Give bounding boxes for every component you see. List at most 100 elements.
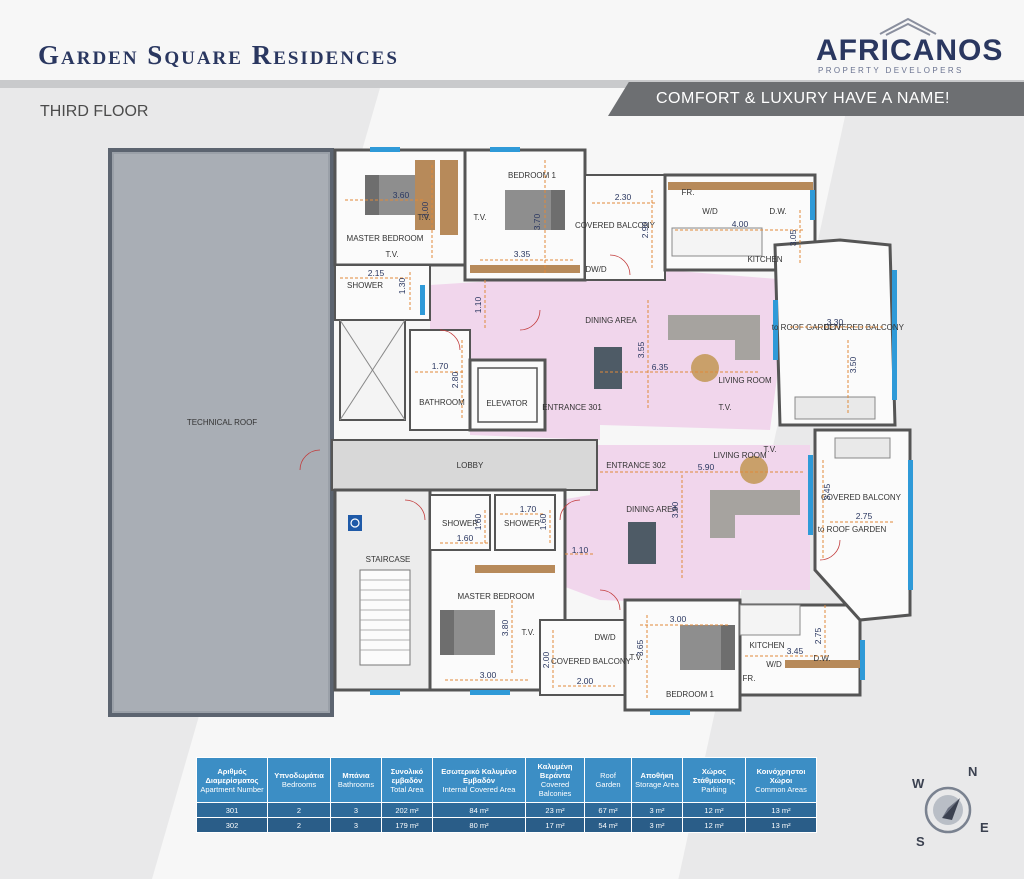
dim-text: 1.70	[432, 361, 449, 371]
floor-plan: TECHNICAL ROOF LOBBY STAIRCASE	[108, 147, 913, 717]
dim-text: 1.60	[457, 533, 474, 543]
shower-301	[334, 264, 431, 321]
washer-dryer-301-label: W/D	[702, 207, 718, 216]
dim-text: 3.60	[393, 190, 410, 200]
dim-text: 1.10	[473, 296, 483, 313]
table-cell: 13 m²	[745, 817, 817, 833]
dim-text: 2.30	[615, 192, 632, 202]
table-cell: 12 m²	[682, 802, 746, 818]
dim-text: 3.90	[670, 501, 680, 518]
dim-text: 3.05	[788, 229, 798, 246]
compass-west: W	[912, 776, 925, 791]
compass-icon: W N E S	[912, 764, 989, 849]
table-cell: 54 m²	[584, 817, 632, 833]
windows	[370, 147, 913, 715]
table-cell: 3 m²	[631, 817, 683, 833]
table-cell: 67 m²	[584, 802, 632, 818]
dim-text: 2.00	[577, 676, 594, 686]
logo-subtitle: PROPERTY DEVELOPERS	[818, 66, 964, 75]
logo-roof-icon	[879, 17, 937, 36]
table-cell: 17 m²	[525, 817, 585, 833]
company-logo: AFRICANOS PROPERTY DEVELOPERS	[812, 16, 1002, 76]
tv-302-b: T.V.	[521, 628, 534, 637]
dishwasher-301-label: D.W.	[769, 207, 786, 216]
dim-text: 3.45	[787, 646, 804, 656]
covered-balcony-302-b	[813, 428, 912, 622]
tv-301-b: T.V.	[473, 213, 486, 222]
shower-301-label: SHOWER	[347, 281, 383, 290]
covered-balcony-301-a-label: COVERED BALCONY	[575, 221, 656, 230]
technical-roof-texture	[114, 154, 328, 711]
covered-balcony-302-b-label: COVERED BALCONY	[821, 493, 902, 502]
dim-text: 3.35	[514, 249, 531, 259]
kitchen-302-label: KITCHEN	[749, 641, 784, 650]
lobby-area	[331, 439, 598, 491]
dim-text: 3.30	[827, 317, 844, 327]
table-cell: 80 m²	[432, 817, 526, 833]
shower-302-b-label: SHOWER	[504, 519, 540, 528]
stair-flight	[359, 569, 411, 666]
fridge-302-label: FR.	[743, 674, 756, 683]
elevator-shaft	[468, 358, 547, 432]
dim-text: 2.15	[368, 268, 385, 278]
table-cell: 301	[196, 802, 268, 818]
apt302-living-floor	[560, 445, 810, 605]
dishwasher-302-label: D.W.	[813, 654, 830, 663]
dim-text: 5.90	[698, 462, 715, 472]
stair-treads	[360, 579, 410, 651]
dining-area-302-label: DINING AREA	[626, 505, 678, 514]
dim-text: 3.65	[635, 639, 645, 656]
dimension-lines	[340, 160, 895, 700]
living-room-302-label: LIVING ROOM	[713, 451, 767, 460]
table-cell: 2	[267, 817, 331, 833]
elevator-label: ELEVATOR	[486, 399, 528, 408]
dim-text: 1.60	[473, 513, 483, 530]
dim-text: 2.80	[450, 371, 460, 388]
fridge-301-label: FR.	[682, 188, 695, 197]
bathroom-301	[409, 329, 471, 431]
table-cell: 23 m²	[525, 802, 585, 818]
dim-text: 4.00	[732, 219, 749, 229]
dim-text: 2.90	[640, 221, 650, 238]
dim-text: 1.30	[397, 277, 407, 294]
tv-301-d: T.V.	[718, 403, 731, 412]
table-cell: 3	[330, 817, 382, 833]
dim-text: 1.70	[520, 504, 537, 514]
table-row: 302 2 3 179 m² 80 m² 17 m² 54 m² 3 m² 12…	[196, 817, 817, 833]
table-cell: 3 m²	[631, 802, 683, 818]
staircase-label: STAIRCASE	[366, 555, 411, 564]
table-cell: 3	[330, 802, 382, 818]
tv-301-c: T.V.	[385, 250, 398, 259]
dim-text: 3.80	[500, 619, 510, 636]
technical-roof-label: TECHNICAL ROOF	[187, 418, 257, 427]
shower-302-a-label: SHOWER	[442, 519, 478, 528]
bed-icons	[365, 175, 735, 670]
kitchen-301-label: KITCHEN	[747, 255, 782, 264]
floor-label: THIRD FLOOR	[40, 103, 149, 120]
living-room-301-label: LIVING ROOM	[718, 376, 772, 385]
dim-text: 2.75	[813, 627, 823, 644]
washer-dryer-302-label: W/D	[766, 660, 782, 669]
master-bedroom-301-label: MASTER BEDROOM	[347, 234, 424, 243]
page-title: Garden Square Residences	[38, 40, 399, 70]
dining-area-301-label: DINING AREA	[585, 316, 637, 325]
dwd-301-label: DW/D	[585, 265, 607, 274]
table-row: 301 2 3 202 m² 84 m² 23 m² 67 m² 3 m² 12…	[196, 802, 817, 818]
table-cell: 12 m²	[682, 817, 746, 833]
wheelchair-icon	[348, 515, 362, 531]
table-cell: 13 m²	[745, 802, 817, 818]
tv-301-a: T.V.	[417, 213, 430, 222]
covered-balcony-301-b-label: COVERED BALCONY	[824, 323, 905, 332]
dim-text: 1.60	[538, 513, 548, 530]
header-band	[0, 80, 1024, 88]
